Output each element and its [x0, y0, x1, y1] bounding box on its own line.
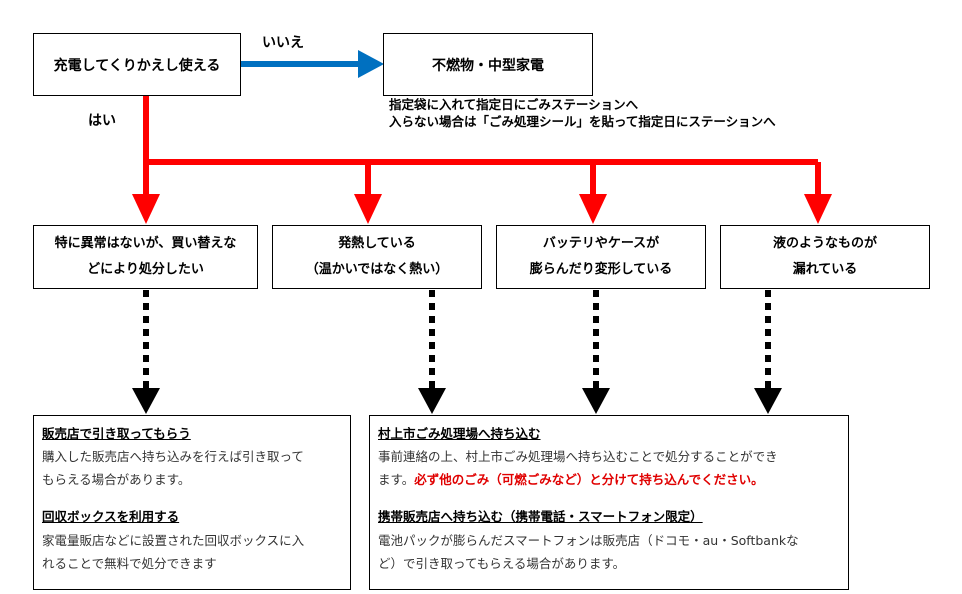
no-note-line2: 入らない場合は「ごみ処理シール」を貼って指定日にステーションへ	[389, 114, 776, 129]
start-label: 充電してくりかえし使える	[53, 57, 221, 74]
left-sec2-heading: 回収ボックスを利用する	[42, 509, 180, 525]
no-box: 不燃物・中型家電	[383, 33, 593, 96]
right-sec1-line2a: ます。	[378, 472, 415, 488]
right-sec1-line2: ます。必ず他のごみ（可燃ごみなど）と分けて持ち込んでください。	[378, 468, 840, 491]
condition-2-line1: 発熱している	[338, 236, 416, 251]
yes-arrows	[143, 96, 821, 196]
no-box-label: 不燃物・中型家電	[432, 57, 544, 74]
condition-box-4: 液のようなものが 漏れている	[720, 225, 930, 289]
yes-label: はい	[88, 113, 116, 129]
dotted-arrow-heads	[132, 388, 782, 414]
right-sec2-line2: ど）で引き取ってもらえる場合があります。	[378, 555, 626, 571]
condition-1-line1: 特に異常はないが、買い替えな	[54, 236, 237, 251]
right-sec1-warning: 必ず他のごみ（可燃ごみなど）と分けて持ち込んでください。	[414, 472, 764, 488]
left-sec1-line2: もらえる場合があります。	[42, 472, 191, 488]
condition-4-line1: 液のようなものが	[772, 236, 877, 251]
right-sec1-line1: 事前連絡の上、村上市ごみ処理場へ持ち込むことで処分することができ	[378, 449, 778, 465]
right-sec1-heading: 村上市ごみ処理場へ持ち込む	[378, 426, 541, 441]
no-arrow-head	[358, 50, 384, 78]
condition-2-line2: （温かいではなく熱い）	[305, 262, 449, 277]
no-label: いいえ	[262, 35, 304, 51]
condition-3-line1: バッテリやケースが	[542, 236, 660, 251]
right-result-box: 村上市ごみ処理場へ持ち込む 事前連絡の上、村上市ごみ処理場へ持ち込むことで処分す…	[369, 415, 849, 590]
left-sec2-line2: れることで無料で処分できます	[42, 555, 217, 571]
left-result-box: 販売店で引き取ってもらう 購入した販売店へ持ち込みを行えば引き取って もらえる場…	[33, 415, 351, 590]
condition-3-line2: 膨らんだり変形している	[529, 262, 673, 277]
no-note: 指定袋に入れて指定日にごみステーションへ 入らない場合は「ごみ処理シール」を貼っ…	[389, 96, 776, 130]
condition-4-line2: 漏れている	[792, 262, 858, 277]
condition-box-3: バッテリやケースが 膨らんだり変形している	[496, 225, 706, 289]
right-sec2-line1: 電池パックが膨らんだスマートフォンは販売店（ドコモ・au・Softbankな	[378, 532, 799, 548]
condition-box-1: 特に異常はないが、買い替えな どにより処分したい	[33, 225, 258, 289]
start-box: 充電してくりかえし使える	[33, 33, 241, 96]
right-sec2-heading: 携帯販売店へ持ち込む（携帯電話・スマートフォン限定）	[378, 509, 703, 525]
condition-1-line2: どにより処分したい	[87, 262, 204, 277]
left-sec2-line1: 家電量販店などに設置された回収ボックスに入	[42, 532, 305, 548]
dotted-arrows	[143, 290, 771, 388]
yes-arrow-heads	[132, 194, 832, 224]
condition-box-2: 発熱している （温かいではなく熱い）	[272, 225, 482, 289]
left-sec1-line1: 購入した販売店へ持ち込みを行えば引き取って	[42, 449, 304, 465]
left-sec1-heading: 販売店で引き取ってもらう	[42, 426, 191, 441]
no-note-line1: 指定袋に入れて指定日にごみステーションへ	[389, 97, 639, 112]
